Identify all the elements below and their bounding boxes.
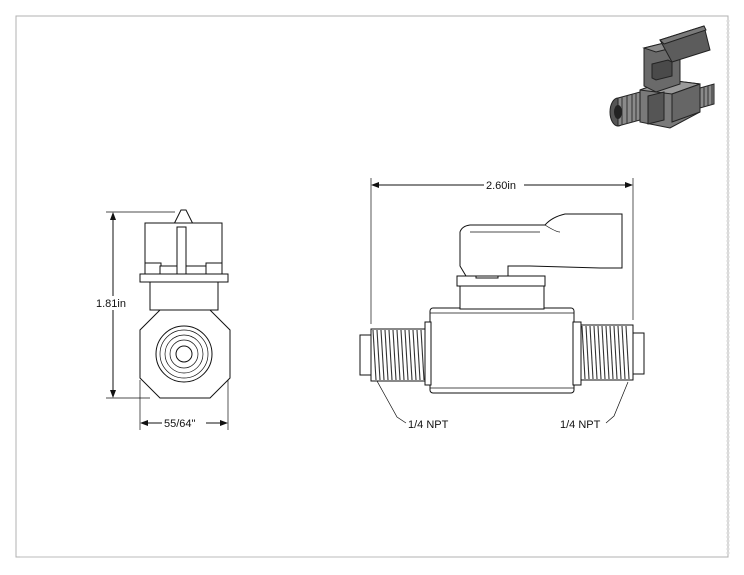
thread-line [416, 329, 421, 381]
width-dimension-label: 55/64" [164, 418, 196, 430]
front-view [359, 213, 645, 394]
thread-line [380, 329, 385, 381]
thread-line [593, 325, 598, 380]
thread-line [597, 325, 602, 380]
thread-line [621, 325, 626, 380]
left-thread-callout: 1/4 NPT [408, 419, 449, 431]
sheet-frame [15, 15, 730, 558]
thread-line [609, 325, 614, 380]
thread-line [617, 325, 622, 380]
thread-line [376, 329, 381, 381]
thread-line [585, 325, 590, 380]
thread-line [613, 325, 618, 380]
thread-line [581, 325, 586, 380]
preview-handle [659, 25, 711, 63]
height-dimension-label: 1.81in [96, 298, 126, 310]
height-dimension [92, 211, 175, 399]
thread-line [388, 329, 393, 381]
thread-line [404, 329, 409, 381]
thread-line [408, 329, 413, 381]
thread-line [396, 329, 401, 381]
thread-line [589, 325, 594, 380]
width-dimension [139, 380, 229, 430]
thread-line [625, 325, 630, 380]
thread-line [392, 329, 397, 381]
thread-line [400, 329, 405, 381]
thread-line [384, 329, 389, 381]
left-thread-leader [376, 380, 407, 424]
thread-line [601, 325, 606, 380]
thread-line [372, 329, 377, 381]
thread-line [605, 325, 610, 380]
right-thread-callout: 1/4 NPT [560, 419, 601, 431]
length-dimension-label: 2.60in [486, 180, 516, 192]
right-thread-leader [605, 381, 629, 424]
preview-right-thread [699, 83, 715, 109]
thread-line [420, 329, 425, 381]
preview-left-thread [609, 91, 641, 127]
side-view [139, 209, 231, 399]
thread-line [412, 329, 417, 381]
length-dimension [370, 177, 634, 324]
isometric-preview [609, 25, 715, 129]
front-left-thread [359, 328, 426, 382]
front-right-thread [579, 324, 645, 381]
